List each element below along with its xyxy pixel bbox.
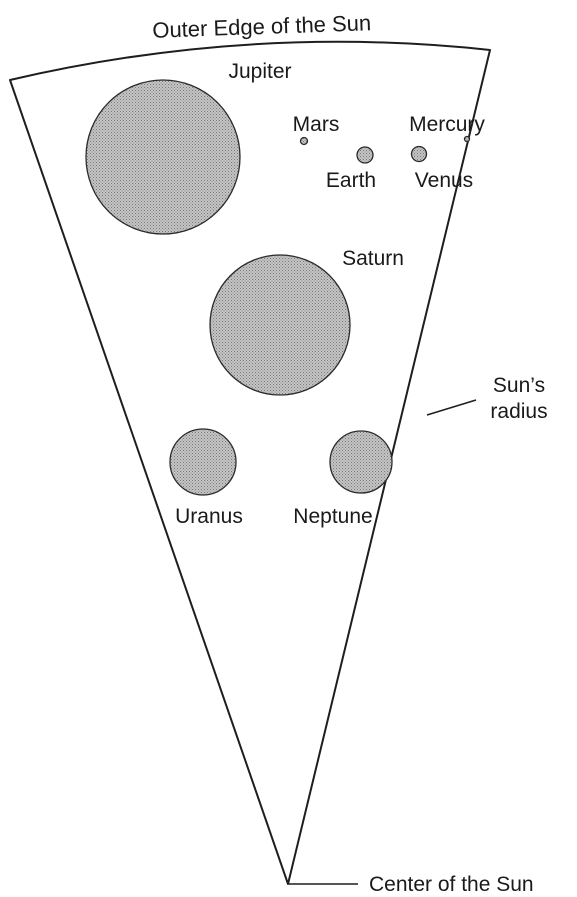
radius-label-line2: radius	[490, 400, 547, 423]
mars-label: Mars	[293, 113, 340, 136]
earth-circle	[357, 147, 373, 163]
neptune-label: Neptune	[293, 505, 372, 528]
mars-circle	[301, 138, 308, 145]
earth-label: Earth	[326, 169, 376, 192]
venus-circle	[412, 147, 427, 162]
mercury-label: Mercury	[409, 113, 485, 136]
saturn-circle	[210, 255, 350, 395]
uranus-label: Uranus	[175, 505, 243, 528]
radius-leader-line	[427, 400, 476, 415]
jupiter-circle	[86, 80, 240, 234]
radius-label-line1: Sun’s	[493, 374, 545, 397]
venus-label: Venus	[415, 169, 473, 192]
mercury-circle	[465, 137, 470, 142]
saturn-label: Saturn	[342, 247, 404, 270]
neptune-circle	[330, 431, 392, 493]
uranus-circle	[170, 429, 236, 495]
outer-edge-label: Outer Edge of the Sun	[152, 10, 372, 43]
center-label: Center of the Sun	[369, 873, 534, 896]
jupiter-label: Jupiter	[228, 60, 291, 83]
